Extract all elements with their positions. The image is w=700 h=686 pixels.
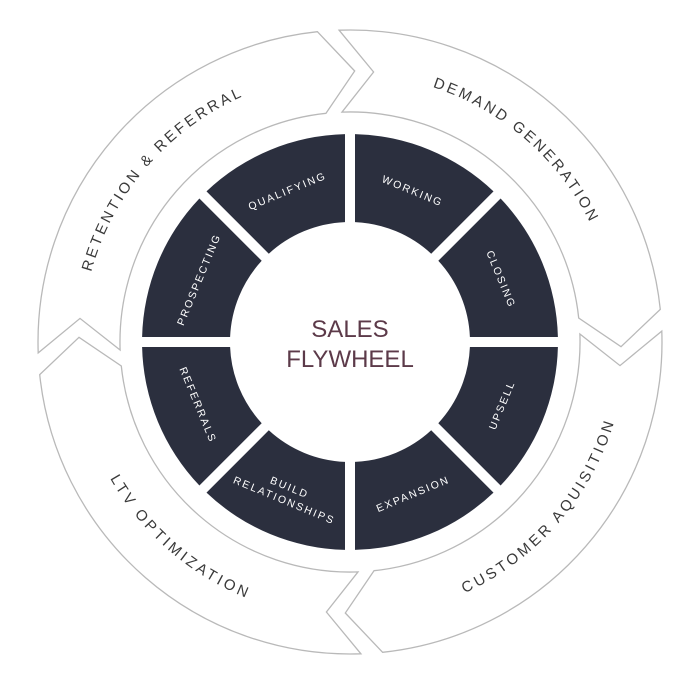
center-circle — [232, 224, 468, 460]
outer-stage-segment — [37, 31, 356, 355]
inner-segment — [206, 134, 345, 254]
center-hub: SALES FLYWHEEL — [232, 224, 468, 460]
inner-segment — [438, 198, 558, 337]
inner-segment — [438, 347, 558, 486]
inner-segment — [142, 198, 262, 337]
inner-segment — [355, 134, 494, 254]
outer-stage-segment — [344, 329, 663, 653]
center-title-line-1: SALES — [311, 316, 388, 343]
inner-segment — [142, 347, 262, 486]
outer-stage-segment — [39, 336, 363, 655]
inner-segment — [206, 430, 345, 550]
inner-segment — [355, 430, 494, 550]
outer-stage-segment — [337, 29, 661, 348]
center-title-line-2: FLYWHEEL — [286, 346, 414, 373]
